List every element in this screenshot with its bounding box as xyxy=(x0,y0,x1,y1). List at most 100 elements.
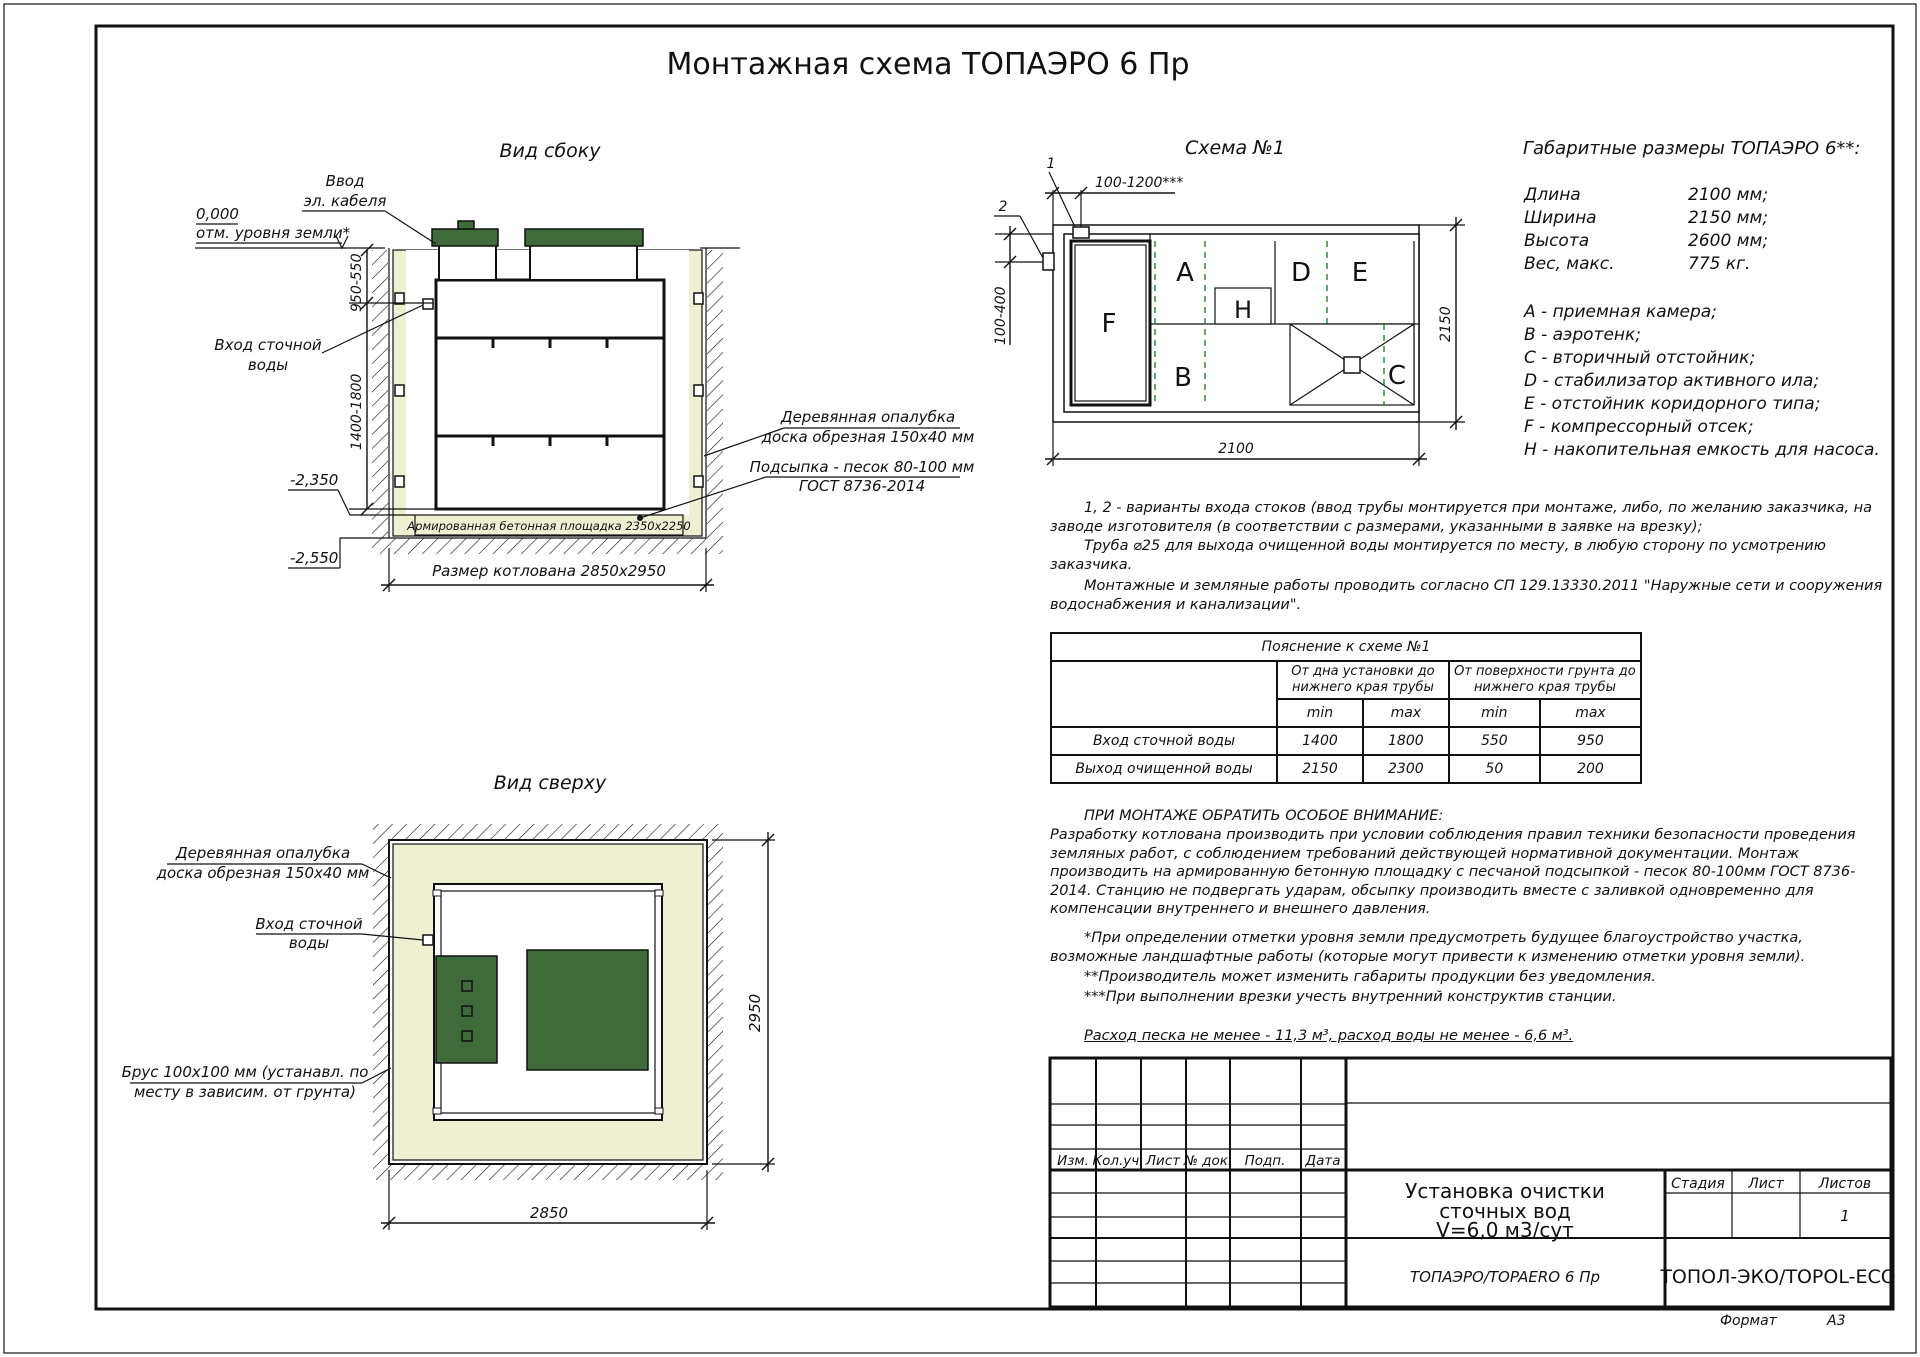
ground-label: отм. уровня земли* xyxy=(196,224,351,242)
scheme-1: Схема №1 F A B D E H C 1 2 xyxy=(993,137,1465,466)
tb-product: ТОПАЭРО/TOPAERO 6 Пр xyxy=(1410,1268,1600,1286)
outer-border xyxy=(3,3,1917,1354)
scheme-dim-width: 2150 xyxy=(1438,306,1454,342)
table-row: Выход очищенной воды 2150 2300 50 200 xyxy=(1050,754,1643,784)
attention-body: Разработку котлована производить при усл… xyxy=(1050,827,1856,917)
tb-col-label: Кол.уч. xyxy=(1092,1153,1143,1169)
beam-label-2: месту в зависим. от грунта) xyxy=(134,1083,356,1101)
note-inlets: 1, 2 - варианты входа стоков (ввод трубы… xyxy=(1050,500,1872,535)
tb-sheet-label: Лист xyxy=(1747,1176,1784,1192)
scheme-title: Схема №1 xyxy=(1185,137,1285,159)
table-max: max xyxy=(1361,698,1450,728)
tb-sheets-label: Листов xyxy=(1818,1176,1871,1192)
dim-row-label: Высота xyxy=(1524,231,1589,251)
tb-sheets-value: 1 xyxy=(1840,1207,1850,1225)
table-row: Вход сточной воды 1400 1800 550 950 xyxy=(1050,726,1643,756)
zone-label-a: A xyxy=(1176,258,1194,288)
cell: 950 xyxy=(1538,726,1643,756)
top-inlet-label-2: воды xyxy=(289,934,329,952)
cell: 2150 xyxy=(1276,754,1364,784)
footnote-3: ***При выполнении врезки учесть внутренн… xyxy=(1084,989,1617,1005)
cell: 1800 xyxy=(1361,726,1450,756)
legend-item: Н - накопительная емкость для насоса. xyxy=(1524,440,1880,460)
table-corner xyxy=(1050,660,1278,728)
formwork-label-1: Деревянная опалубка xyxy=(780,408,955,426)
soil-hatch-right xyxy=(707,250,723,538)
beam-label-1: Брус 100х100 мм (устанавл. по xyxy=(122,1063,369,1081)
scheme-dim-top: 100-1200*** xyxy=(1095,175,1183,191)
table-min: min xyxy=(1447,698,1541,728)
zone-label-c: C xyxy=(1388,361,1406,391)
mark-1: 1 xyxy=(1047,156,1056,172)
zone-label-f: F xyxy=(1102,309,1117,339)
tb-name-line: V=6,0 м3/сут xyxy=(1436,1218,1574,1242)
note-pipe: Труба ⌀25 для выхода очищенной воды монт… xyxy=(1050,538,1826,573)
tb-col-label: Подп. xyxy=(1245,1153,1286,1169)
legend-item: А - приемная камера; xyxy=(1523,302,1717,322)
dim-row-label: Длина xyxy=(1523,185,1581,205)
dim-row-value: 2150 мм; xyxy=(1688,208,1768,228)
footnote-2: **Производитель может изменить габариты … xyxy=(1084,969,1656,985)
mark-2350: -2,350 xyxy=(290,471,338,489)
footnote-1: *При определении отметки уровня земли пр… xyxy=(1050,930,1806,965)
table-min: min xyxy=(1276,698,1364,728)
soil-hatch-left xyxy=(372,250,388,538)
format-value: А3 xyxy=(1826,1313,1845,1329)
tb-col-label: Лист xyxy=(1145,1153,1181,1169)
title-block: Изм. Кол.уч. Лист № док. Подп. Дата Уста… xyxy=(1048,1056,1896,1329)
side-view-title: Вид сбоку xyxy=(499,140,601,162)
zone-label-d: D xyxy=(1291,258,1311,288)
dimensions-title: Габаритные размеры ТОПАЭРО 6**: xyxy=(1523,138,1860,159)
zone-label-b: B xyxy=(1174,363,1192,393)
tb-col-label: Изм. xyxy=(1057,1153,1089,1169)
top-formwork-label-1: Деревянная опалубка xyxy=(175,844,350,862)
mark-2550: -2,550 xyxy=(290,549,338,567)
top-hatch-large xyxy=(526,949,649,1071)
cable-label-2: эл. кабеля xyxy=(304,192,387,210)
note-works: Монтажные и земляные работы проводить со… xyxy=(1050,578,1883,613)
top-inlet-label-1: Вход сточной xyxy=(255,915,362,933)
inlet-2 xyxy=(1042,252,1055,271)
row-label: Вход сточной воды xyxy=(1050,726,1278,756)
legend-item: F - компрессорный отсек; xyxy=(1524,417,1754,437)
pit-size-label: Размер котлована 2850х2950 xyxy=(432,562,666,580)
legend-item: С - вторичный отстойник; xyxy=(1524,348,1755,368)
legend-item: Е - отстойник коридорного типа; xyxy=(1524,394,1820,414)
dim-row-label: Вес, макс. xyxy=(1524,254,1615,274)
format-label: Формат xyxy=(1720,1313,1778,1329)
legend-item: В - аэротенк; xyxy=(1524,325,1641,345)
consumption-note: Расход песка не менее - 11,3 м³, расход … xyxy=(1084,1028,1574,1044)
cell: 1400 xyxy=(1276,726,1364,756)
top-view-title: Вид сверху xyxy=(494,772,607,794)
top-dim-2850: 2850 xyxy=(530,1204,568,1222)
tb-company: ТОПОЛ-ЭКО/TOPOL-ECO xyxy=(1659,1266,1895,1288)
sand-label-1: Подсыпка - песок 80-100 мм xyxy=(750,458,975,476)
hatch-cover-small xyxy=(431,228,499,247)
drawing-title: Монтажная схема ТОПАЭРО 6 Пр xyxy=(666,47,1189,82)
dim-950-550: 950-550 xyxy=(349,253,365,312)
top-view: Вид сверху Деревянная опалубка доска обр… xyxy=(122,772,775,1230)
top-inlet xyxy=(422,934,434,946)
concrete-slab xyxy=(414,514,684,536)
cell: 200 xyxy=(1538,754,1643,784)
table-group-1: От дна установки до нижнего края трубы xyxy=(1276,660,1450,700)
scheme-dim-length: 2100 xyxy=(1218,441,1254,457)
inner-frame xyxy=(94,24,1895,1311)
row-label: Выход очищенной воды xyxy=(1050,754,1278,784)
tb-col-label: № док. xyxy=(1183,1153,1232,1169)
dim-1400-1800: 1400-1800 xyxy=(349,374,365,450)
dim-row-value: 775 кг. xyxy=(1688,254,1750,274)
top-formwork-label-2: доска обрезная 150х40 мм xyxy=(156,864,370,882)
explanation-table: Пояснение к схеме №1 От дна установки до… xyxy=(1050,632,1643,784)
scheme-dim-left: 100-400 xyxy=(993,286,1009,345)
tb-name-line: Установка очистки xyxy=(1405,1179,1605,1203)
tb-col-label: Дата xyxy=(1305,1153,1341,1169)
table-group-2: От поверхности грунта до нижнего края тр… xyxy=(1447,660,1643,700)
mark-2: 2 xyxy=(999,199,1008,215)
table-caption: Пояснение к схеме №1 xyxy=(1050,632,1642,662)
soil-hatch-bottom xyxy=(372,538,723,554)
top-dim-2950: 2950 xyxy=(746,994,764,1032)
side-inlet xyxy=(422,298,434,310)
cable-label-1: Ввод xyxy=(326,172,365,190)
